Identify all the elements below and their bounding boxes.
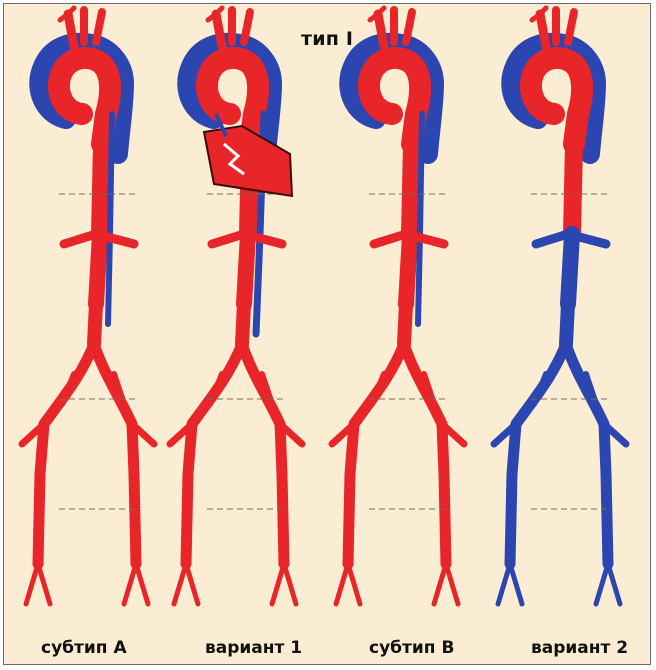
iliac-and-leg-arteries [332, 344, 464, 604]
distal-tibial-branches [174, 564, 296, 604]
descending-thoracic-upper [410, 144, 412, 234]
brachiocephalic-artery [68, 14, 74, 46]
iliac-and-leg-arteries [170, 344, 302, 604]
right-iliac-femoral [38, 344, 94, 564]
infrarenal-aorta [94, 304, 96, 344]
panel-label-variant-2: вариант 2 [531, 638, 628, 658]
iliac-and-leg-arteries [494, 344, 626, 604]
aortic-arch [369, 58, 420, 144]
panel-label-variant-1: вариант 1 [205, 638, 302, 658]
right-iliac-femoral [186, 344, 242, 564]
aortic-arch [59, 58, 110, 144]
descending-thoracic-upper [100, 144, 102, 234]
figure-frame: тип I субтип А вариант 1 субтип В вариан… [3, 3, 651, 665]
flap-shape [204, 126, 292, 196]
descending-thoracic-lower [406, 234, 410, 304]
brachiocephalic-artery [216, 14, 222, 46]
infrarenal-aorta [242, 304, 244, 344]
infrarenal-aorta [566, 304, 568, 344]
descending-thoracic-upper [572, 144, 574, 234]
false-lumen-descending [108, 114, 112, 324]
distal-tibial-branches [336, 564, 458, 604]
false-lumen-descending [418, 114, 422, 324]
right-iliac-femoral [348, 344, 404, 564]
aorta-diagram-3 [314, 4, 484, 644]
distal-tibial-branches [498, 564, 620, 604]
aorta-diagram-4 [476, 4, 646, 644]
infrarenal-aorta [404, 304, 406, 344]
arch-lumen-gap [224, 76, 240, 100]
brachiocephalic-artery [378, 14, 384, 46]
descending-thoracic-lower [568, 234, 572, 304]
arch-lumen-gap [386, 76, 402, 100]
arch-lumen-gap [548, 76, 564, 100]
aortic-arch [531, 58, 582, 144]
arch-lumen-gap [76, 76, 92, 100]
descending-thoracic-lower [96, 234, 100, 304]
aorta-diagram-1 [4, 4, 174, 644]
distal-tibial-branches [26, 564, 148, 604]
brachiocephalic-artery [540, 14, 546, 46]
panel-label-subtype-b: субтип В [369, 638, 454, 658]
iliac-and-leg-arteries [22, 344, 154, 604]
aorta-diagram-2 [152, 4, 322, 644]
right-iliac-femoral [510, 344, 566, 564]
descending-thoracic-lower [244, 234, 248, 304]
panel-label-subtype-a: субтип А [41, 638, 127, 658]
